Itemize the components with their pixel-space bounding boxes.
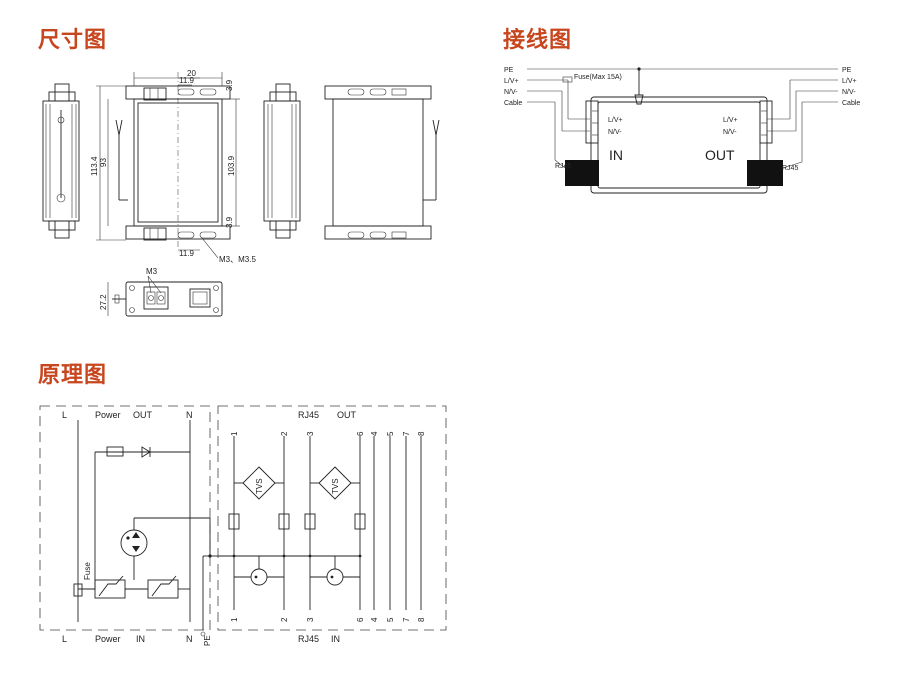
dim-3-9-bottom: 3.9 [225, 216, 234, 228]
pin-bottom: 1 [230, 617, 239, 622]
screw-spec: M3、M3.5 [219, 255, 256, 264]
schem-top-l: L [62, 410, 67, 420]
dim-3-9-top: 3.9 [225, 79, 234, 91]
schem-top-out: OUT [133, 410, 153, 420]
pin-bottom: 3 [306, 617, 315, 622]
pin-bottom: 4 [370, 617, 379, 622]
rj45-circuit [218, 436, 422, 610]
schem-bot-rj45: RJ45 [298, 634, 319, 644]
dim-11-9-bottom: 11.9 [179, 249, 195, 258]
tvs-left: TVS [255, 478, 264, 494]
terminal-in-l: L/V+ [608, 117, 623, 124]
schem-top-rj45: RJ45 [298, 410, 319, 420]
schem-bot-in: IN [136, 634, 145, 644]
schematic-diagram-title: 原理图 [38, 363, 108, 388]
pin-top: 4 [370, 431, 379, 436]
bottom-end-view [107, 275, 223, 317]
schem-pe: PE [203, 635, 212, 646]
pin-labels-top: 1 2 3 6 4 5 7 8 [230, 431, 426, 436]
terminal-out-l: L/V+ [723, 117, 738, 124]
schematic-top-labels: L Power OUT N RJ45 OUT [62, 410, 357, 420]
pin-bottom: 5 [386, 617, 395, 622]
label-m3: M3 [146, 267, 158, 276]
schem-bot-power: Power [95, 634, 121, 644]
dim-103-9: 103.9 [227, 155, 236, 176]
terminal-out-n: N/V- [723, 129, 737, 136]
pin-bottom: 8 [417, 617, 426, 622]
pin-top: 5 [386, 431, 395, 436]
wiring-left-n: N/V- [504, 89, 518, 96]
pin-top: 8 [417, 431, 426, 436]
dim-113-4: 113.4 [90, 156, 99, 176]
port-in-label: IN [609, 147, 623, 163]
dim-20: 20 [187, 69, 196, 78]
schem-top-n: N [186, 410, 193, 420]
side-view-right [263, 83, 301, 239]
wiring-fuse: Fuse(Max 15A) [574, 74, 622, 81]
schem-bot-n: N [186, 634, 193, 644]
power-circuit [73, 420, 218, 637]
dimension-drawing-title: 尺寸图 [38, 28, 108, 53]
tvs-right: TVS [331, 478, 340, 494]
pin-top: 2 [280, 431, 289, 436]
pin-bottom: 6 [356, 617, 365, 622]
wiring-left-l: L/V+ [504, 78, 519, 85]
schematic-bottom-labels: L Power IN N RJ45 IN PE [62, 634, 340, 646]
pin-top: 6 [356, 431, 365, 436]
port-out-label: OUT [705, 147, 735, 163]
front-view [96, 72, 240, 259]
pin-bottom: 7 [402, 617, 411, 622]
wiring-diagram-title: 接线图 [503, 28, 573, 53]
wiring-left-cable: Cable [504, 100, 522, 107]
rj45-right-label: RJ45 [782, 165, 798, 172]
schem-fuse: Fuse [83, 562, 92, 580]
back-view [324, 85, 440, 240]
dim-93: 93 [99, 158, 108, 167]
schematic-frames [39, 405, 447, 631]
terminal-in-n: N/V- [608, 129, 622, 136]
wiring-right-pe: PE [842, 67, 852, 74]
wiring-left-pe: PE [504, 67, 514, 74]
schem-bot-in2: IN [331, 634, 340, 644]
wiring-right-cable: Cable [842, 100, 860, 107]
rj45-left-label: RJ45 [555, 163, 571, 170]
pin-top: 7 [402, 431, 411, 436]
schem-bot-l: L [62, 634, 67, 644]
dim-11-9-top: 11.9 [179, 76, 195, 85]
dim-27-2: 27.2 [99, 294, 108, 310]
device-body [554, 96, 803, 194]
pin-top: 3 [306, 431, 315, 436]
side-view-left [42, 83, 80, 239]
wiring-right-n: N/V- [842, 89, 856, 96]
wiring-lines [527, 67, 838, 162]
wiring-right-l: L/V+ [842, 78, 857, 85]
schem-top-out2: OUT [337, 410, 357, 420]
pin-bottom: 2 [280, 617, 289, 622]
pin-top: 1 [230, 431, 239, 436]
pin-labels-bottom: 1 2 3 6 4 5 7 8 [230, 617, 426, 622]
schem-top-power: Power [95, 410, 121, 420]
